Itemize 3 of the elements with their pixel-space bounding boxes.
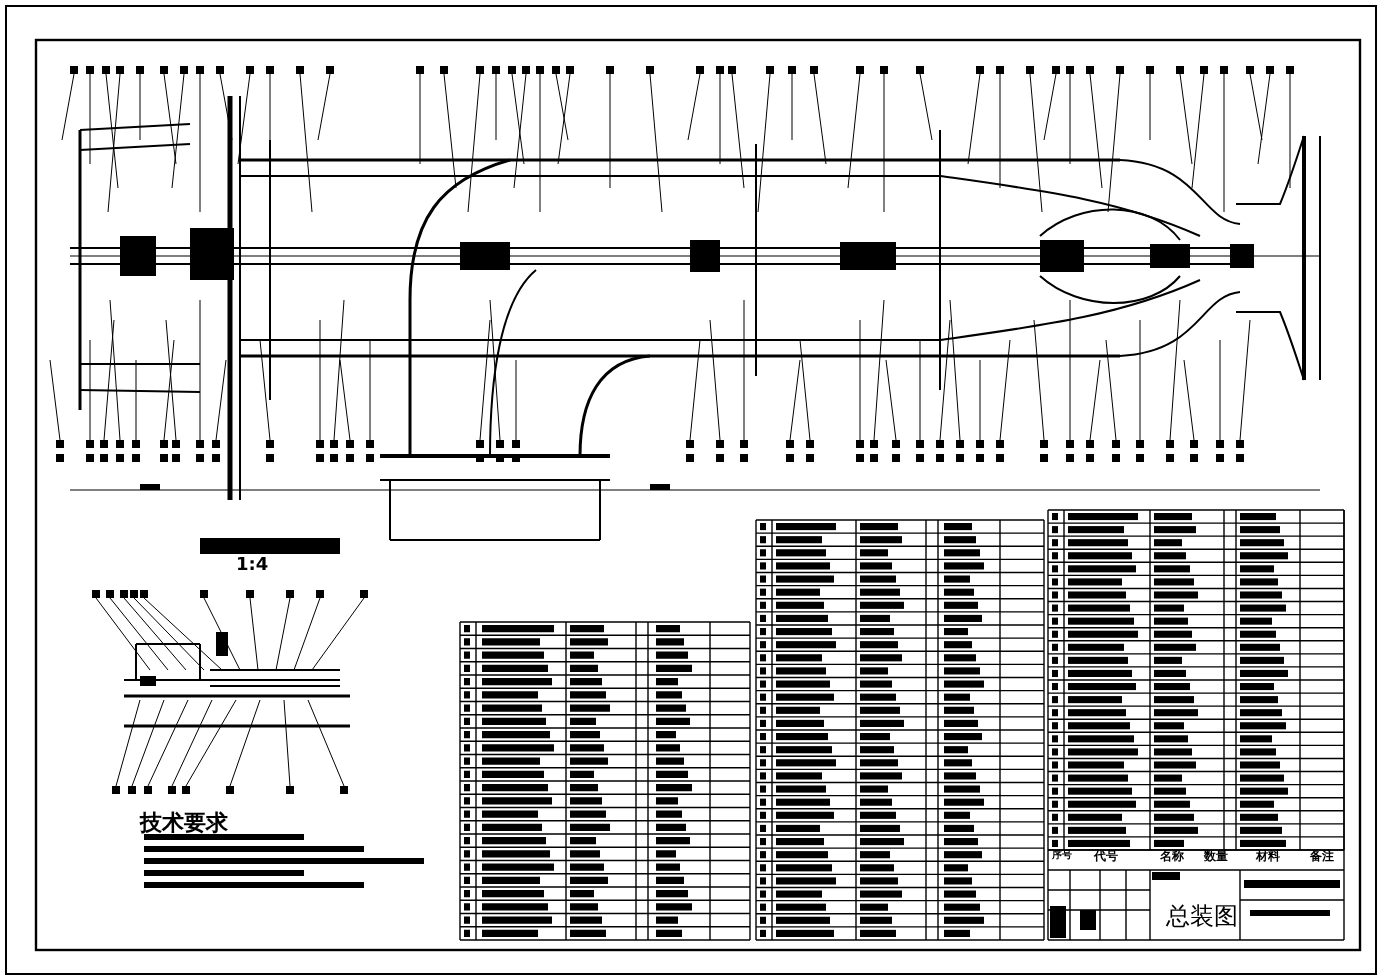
drawing-title: 总装图: [1166, 904, 1238, 928]
notes-heading: 技术要求: [140, 812, 228, 834]
scale-label: 1:4: [236, 558, 269, 576]
